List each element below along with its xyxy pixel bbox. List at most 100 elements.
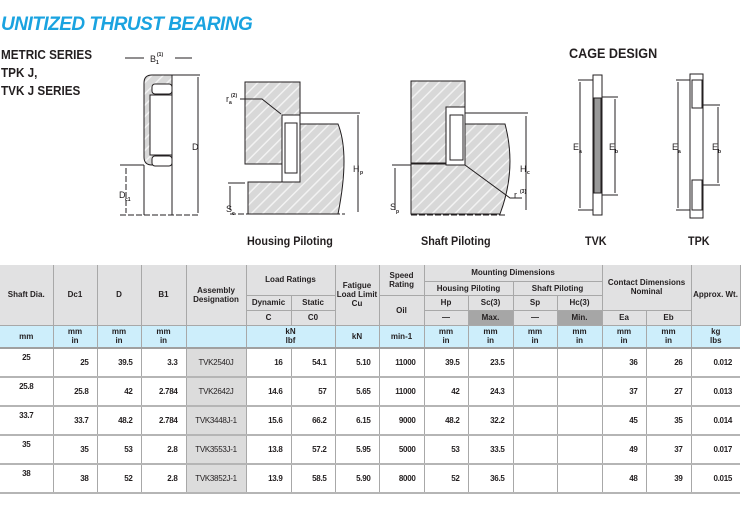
header-sp: Sp [512,295,558,311]
cell-sp [512,464,558,494]
cell-hp: 42 [423,377,469,407]
header-hp-dash: — [423,310,469,326]
cell-assembly: TVK2540J [185,348,246,378]
cell-d: 53 [96,435,141,465]
cell-ea: 37 [601,377,647,407]
header-speed: Speed Rating [378,265,425,296]
dc1-subscript: c1 [125,197,131,203]
cell-eb: 39 [645,464,692,494]
header-d: D [96,265,142,326]
cell-sp [512,406,558,436]
cell-wt: 0.015 [690,464,741,494]
ea-label: E [573,142,579,152]
cell-assembly: TVK3448J-1 [185,406,246,436]
cell-ea: 36 [601,348,647,378]
cell-sp [512,435,558,465]
cell-cu: 5.10 [334,348,380,378]
page-title: UNITIZED THRUST BEARING [1,14,253,35]
tvk-caption: TVK [585,234,607,248]
header-eb: Eb [645,310,692,326]
unit-speed: min-1 [378,325,425,349]
cell-dc1: 38 [52,464,97,494]
cell-c: 16 [245,348,291,378]
ea-subscript: a [579,149,582,155]
ea-label: E [672,142,678,152]
cell-c: 13.8 [245,435,291,465]
header-sc: Sc(3) [467,295,514,311]
cell-shaft: 35 [0,435,53,465]
cell-eb: 27 [645,377,692,407]
cell-c: 14.6 [245,377,291,407]
tpk-cage-diagram: E a E b [672,73,721,219]
cell-eb: 37 [645,435,692,465]
header-hp: Hp [423,295,469,311]
cell-hp: 48.2 [423,406,469,436]
unit-hc: mm in [556,325,603,349]
cell-b1: 3.3 [140,348,186,378]
header-fatigue: Fatigue Load Limit Cu [334,265,380,326]
ra2-label: r [514,190,517,200]
cell-dc1: 25 [52,348,97,378]
cell-c: 15.6 [245,406,291,436]
cell-sc: 32.2 [467,406,514,436]
cell-sp [512,377,558,407]
cell-wt: 0.017 [690,435,741,465]
cell-shaft: 33.7 [0,406,53,436]
cell-hc [556,406,603,436]
ra-label: r [226,94,229,104]
cell-hp: 39.5 [423,348,469,378]
sc-subscript: c [232,211,235,217]
cell-c: 13.9 [245,464,291,494]
bearing-spec-table: Shaft Dia. Dc1 D B1 Assembly Designation… [0,265,741,494]
cell-ea: 45 [601,406,647,436]
cell-sc: 36.5 [467,464,514,494]
hc-subscript: c [527,170,530,176]
header-dynamic: Dynamic [246,295,292,311]
cell-speed: 5000 [378,435,425,465]
cell-sp [512,348,558,378]
series-line: METRIC SERIES [1,47,93,62]
housing-piloting-caption: Housing Piloting [247,234,333,248]
unit-eb: mm in [645,325,692,349]
unit-wt: kg lbs [690,325,741,349]
unit-b1: mm in [140,325,186,349]
cell-assembly: TVK2642J [185,377,246,407]
header-load-ratings: Load Ratings [245,265,336,296]
hp-subscript: p [360,170,363,176]
eb-subscript: b [615,149,618,155]
header-ea: Ea [601,310,647,326]
ea-subscript: a [678,149,681,155]
cell-c0: 66.2 [290,406,336,436]
sc-label: S [226,204,232,214]
cell-shaft: 38 [0,464,53,494]
cell-dc1: 25.8 [52,377,97,407]
housing-piloting-diagram: r a (2) H p S c [226,81,363,217]
shaft-piloting-caption: Shaft Piloting [421,234,491,248]
tpk-caption: TPK [688,234,710,248]
cell-cu: 5.90 [334,464,380,494]
cell-cu: 5.95 [334,435,380,465]
cell-cu: 5.65 [334,377,380,407]
eb-label: E [609,142,615,152]
cell-speed: 8000 [378,464,425,494]
cell-c0: 57 [290,377,336,407]
bearing-diagrams: B 1 (1) D D c1 r a (2) H p S c H c S p r [119,52,721,219]
unit-shaft: mm [0,325,53,349]
cage-design-heading: CAGE DESIGN [569,45,658,61]
cell-hc [556,435,603,465]
cell-hc [556,464,603,494]
cell-c0: 58.5 [290,464,336,494]
hp-label: H [353,164,360,174]
header-static: Static [290,295,336,311]
header-shaft-piloting: Shaft Piloting [512,281,603,296]
header-hc: Hc(3) [556,295,603,311]
header-sp-dash: — [512,310,558,326]
unit-load: kN lbf [245,325,336,349]
b1-label: B [150,54,156,64]
cell-wt: 0.012 [690,348,741,378]
cell-assembly: TVK3553J-1 [185,435,246,465]
cell-sc: 33.5 [467,435,514,465]
